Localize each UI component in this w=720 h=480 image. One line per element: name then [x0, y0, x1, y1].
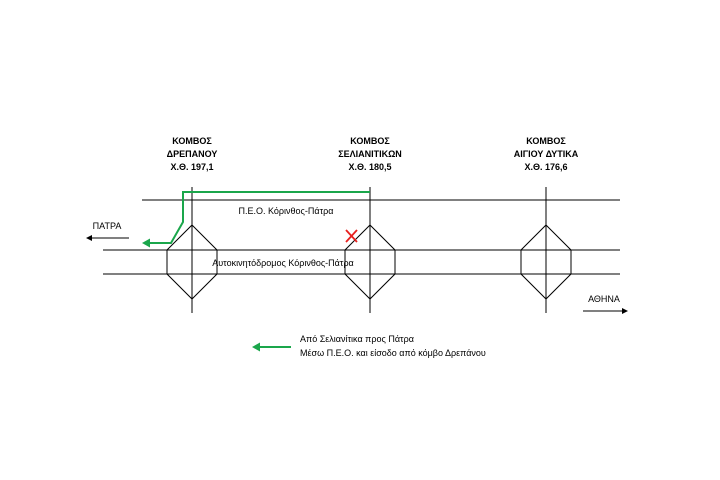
node-name: ΣΕΛΙΑΝΙΤΙΚΩΝ [338, 149, 402, 159]
interchange-aigio [520, 187, 572, 313]
node-chainage: Χ.Θ. 180,5 [348, 162, 391, 172]
direction-west-label: ΠΑΤΡΑ [93, 221, 122, 231]
detour-route [142, 191, 370, 248]
detour-route-line [148, 191, 370, 244]
node-label-drepano: ΚΟΜΒΟΣ ΔΡΕΠΑΝΟΥ Χ.Θ. 197,1 [167, 136, 218, 172]
road-lines [103, 199, 620, 275]
node-label-aigio: ΚΟΜΒΟΣ ΑΙΓΙΟΥ ΔΥΤΙΚΑ Χ.Θ. 176,6 [514, 136, 579, 172]
node-title: ΚΟΜΒΟΣ [172, 136, 212, 146]
direction-east: ΑΘΗΝΑ [583, 294, 628, 314]
interchange-drepano [166, 187, 218, 313]
arrowhead-right-icon [622, 308, 628, 314]
legend-line2: Μέσω Π.Ε.Ο. και είσοδο από κόμβο Δρεπάνο… [300, 348, 486, 358]
detour-arrowhead-icon [142, 238, 150, 248]
node-title: ΚΟΜΒΟΣ [350, 136, 390, 146]
node-chainage: Χ.Θ. 197,1 [170, 162, 213, 172]
motorway-label: Αυτοκινητόδρομος Κόρινθος-Πάτρα [212, 258, 354, 268]
legend: Από Σελιανίτικα προς Πάτρα Μέσω Π.Ε.Ο. κ… [252, 334, 486, 358]
node-chainage: Χ.Θ. 176,6 [524, 162, 567, 172]
direction-east-label: ΑΘΗΝΑ [588, 294, 620, 304]
blocked-ramp-icon [345, 229, 358, 243]
direction-west: ΠΑΤΡΑ [86, 221, 129, 241]
interchange-diamond [166, 224, 218, 300]
node-title: ΚΟΜΒΟΣ [526, 136, 566, 146]
interchange-diamond [344, 224, 396, 300]
interchange-diamond [520, 224, 572, 300]
old-road-label: Π.Ε.Ο. Κόρινθος-Πάτρα [239, 206, 334, 216]
interchange-selianitika [344, 187, 396, 313]
legend-line1: Από Σελιανίτικα προς Πάτρα [300, 334, 414, 344]
node-label-selianitika: ΚΟΜΒΟΣ ΣΕΛΙΑΝΙΤΙΚΩΝ Χ.Θ. 180,5 [338, 136, 402, 172]
legend-arrowhead-icon [252, 342, 260, 352]
node-name: ΔΡΕΠΑΝΟΥ [167, 149, 218, 159]
node-name: ΑΙΓΙΟΥ ΔΥΤΙΚΑ [514, 149, 579, 159]
arrowhead-left-icon [86, 235, 92, 241]
